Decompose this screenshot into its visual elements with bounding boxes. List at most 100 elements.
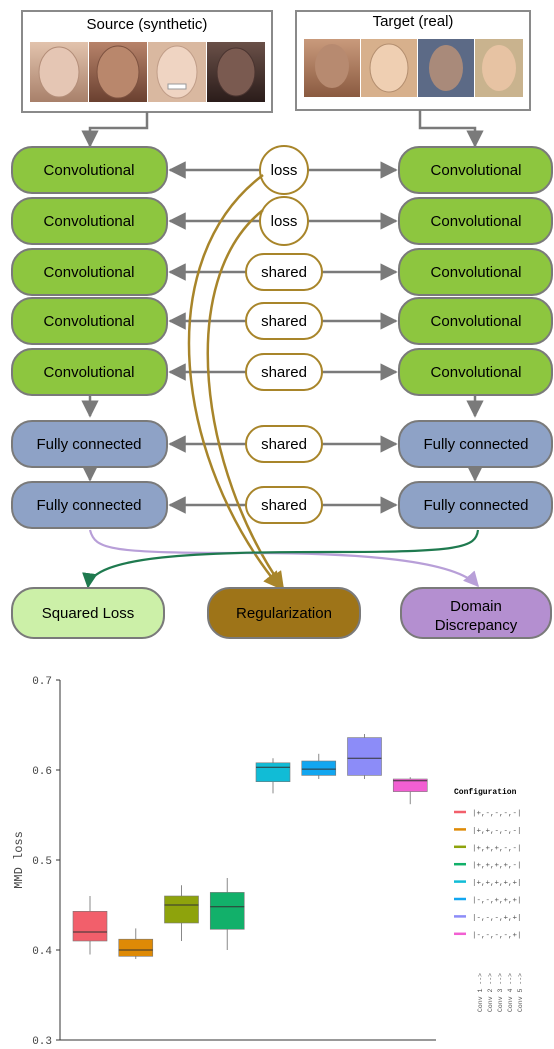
layer-row: Convolutional Convolutional shared xyxy=(11,348,553,396)
loss-label: loss xyxy=(271,213,298,230)
loss-label: loss xyxy=(271,162,298,179)
y-tick-label: 0.5 xyxy=(32,856,52,868)
layer-row: Convolutional Convolutional loss xyxy=(11,196,553,246)
right-layer-label: Convolutional xyxy=(431,264,522,281)
box-5 xyxy=(255,758,291,794)
output-connectors xyxy=(82,529,480,589)
layer-row: Fully connected Fully connected shared xyxy=(11,420,553,468)
left-layer-label: Fully connected xyxy=(36,436,141,453)
y-tick-label: 0.4 xyxy=(32,946,52,958)
shared-node xyxy=(245,253,323,291)
architecture-diagram: Source (synthetic) Target (real) xyxy=(11,10,553,639)
legend-entry: |-,-,-,+,+| xyxy=(472,914,522,922)
source-label: Source (synthetic) xyxy=(87,16,208,33)
legend-entry: |-,-,-,-,+| xyxy=(472,932,522,940)
box-body xyxy=(255,762,291,783)
left-layer-box xyxy=(11,420,168,468)
chart-boxes xyxy=(72,734,428,959)
box-body xyxy=(209,892,245,930)
y-tick-label: 0.6 xyxy=(32,766,52,778)
left-layer-label: Convolutional xyxy=(44,213,135,230)
left-layer-label: Fully connected xyxy=(36,497,141,514)
left-layer-box xyxy=(11,197,168,245)
chart-legend: Configuration |+,-,-,-,-| |+,+,-,-,-| |+,+,… xyxy=(454,788,524,1012)
output-squared-loss: Squared Loss xyxy=(11,587,165,639)
shared-label: shared xyxy=(261,264,307,281)
box-8 xyxy=(392,777,428,805)
layer-row: Fully connected Fully connected shared xyxy=(11,481,553,529)
box-body xyxy=(164,895,199,924)
squared-loss-label: Squared Loss xyxy=(42,605,135,622)
shared-label: shared xyxy=(261,497,307,514)
left-layer-label: Convolutional xyxy=(44,313,135,330)
box-body xyxy=(392,778,428,792)
y-axis-label: MMD loss xyxy=(12,831,26,889)
y-tick-label: 0.3 xyxy=(32,1036,52,1048)
legend-entry: |+,+,+,+,-| xyxy=(472,862,522,870)
box-3 xyxy=(164,885,199,941)
legend-entry: |+,+,-,-,-| xyxy=(472,827,522,835)
right-layer-label: Convolutional xyxy=(431,162,522,179)
loss-node xyxy=(259,145,309,195)
box-body xyxy=(347,737,382,776)
right-layer-label: Convolutional xyxy=(431,313,522,330)
legend-title: Configuration xyxy=(454,788,517,797)
left-layer-label: Convolutional xyxy=(44,264,135,281)
right-layer-label: Fully connected xyxy=(423,497,528,514)
right-layer-box xyxy=(398,420,553,468)
domain-label-line: Discrepancy xyxy=(435,617,518,634)
box-4 xyxy=(209,878,245,950)
legend-entry: |+,+,+,+,+| xyxy=(472,880,522,888)
output-regularization: Regularization xyxy=(207,587,361,639)
legend-entry: |+,+,+,-,-| xyxy=(472,845,522,853)
legend-entry: |-,-,+,+,+| xyxy=(472,897,522,905)
left-layer-box xyxy=(11,297,168,345)
source-photo-strip xyxy=(30,42,265,102)
shared-label: shared xyxy=(261,364,307,381)
loss-node xyxy=(259,196,309,246)
left-layer-label: Convolutional xyxy=(44,364,135,381)
input-connectors xyxy=(81,110,484,148)
right-layer-box xyxy=(398,197,553,245)
conv-footnote: Conv 1 --> xyxy=(477,973,484,1012)
box-1 xyxy=(72,896,108,955)
left-layer-label: Convolutional xyxy=(44,162,135,179)
target-photo-strip xyxy=(304,39,523,97)
layer-row: Convolutional Convolutional shared xyxy=(11,297,553,345)
legend-entry: |+,-,-,-,-| xyxy=(472,810,522,818)
right-layer-box xyxy=(398,481,553,529)
right-layer-box xyxy=(398,348,553,396)
conv-footnote: Conv 4 --> xyxy=(507,973,514,1012)
box-body xyxy=(301,760,337,776)
shared-node xyxy=(245,425,323,463)
target-panel: Target (real) xyxy=(295,10,531,111)
shared-label: shared xyxy=(261,313,307,330)
y-tick-label: 0.7 xyxy=(32,676,52,688)
box-body xyxy=(118,938,154,957)
shared-label: shared xyxy=(261,436,307,453)
shared-node xyxy=(245,302,323,340)
regularization-curves xyxy=(187,174,285,590)
box-7 xyxy=(347,734,382,779)
right-layer-label: Convolutional xyxy=(431,364,522,381)
conv-footnote: Conv 5 --> xyxy=(517,973,524,1012)
regularization-label: Regularization xyxy=(236,605,332,622)
left-layer-box xyxy=(11,481,168,529)
right-layer-box xyxy=(398,248,553,296)
layer-row: Convolutional Convolutional shared xyxy=(11,248,553,296)
right-layer-label: Convolutional xyxy=(431,213,522,230)
source-panel: Source (synthetic) xyxy=(21,10,273,113)
target-label: Target (real) xyxy=(373,13,454,30)
left-layer-box xyxy=(11,348,168,396)
domain-label-line: Domain xyxy=(450,598,502,615)
shared-node xyxy=(245,486,323,524)
conv-footnote: Conv 3 --> xyxy=(497,973,504,1012)
box-body xyxy=(72,911,108,942)
box-6 xyxy=(301,753,337,779)
right-layer-label: Fully connected xyxy=(423,436,528,453)
left-layer-box xyxy=(11,146,168,194)
layer-row: Convolutional Convolutional loss xyxy=(11,145,553,195)
